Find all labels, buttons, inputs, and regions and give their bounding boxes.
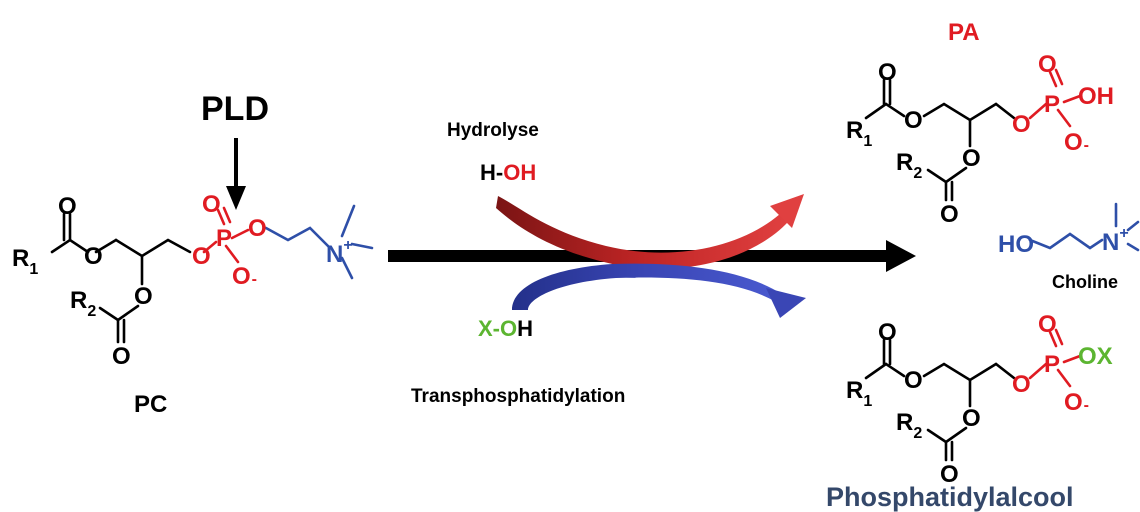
pa-r1: R1 [846,117,872,150]
water-reagent: H-OH [480,160,536,185]
pc-phosphate-o-right: O [248,215,267,242]
pc-nitrogen: N+ [326,237,353,268]
transphosphatidylation-curved-arrow [512,263,806,318]
pa-ester-o2: O [962,145,981,172]
pa-label: PA [948,19,980,46]
pa-phosphate-o-double: O [1038,51,1057,78]
pc-ester-o2: O [134,283,153,310]
pc-r1: R1 [12,245,38,278]
palc-r2: R2 [896,409,922,442]
palc-ester-o2: O [962,405,981,432]
pc-phosphate-o-double: O [202,191,221,218]
pld-label: PLD [201,90,269,128]
palc-ester-o1: O [904,367,923,394]
choline-label: Choline [1052,272,1118,292]
pc-label: PC [134,391,167,418]
palc-carbonyl-o1: O [878,319,897,346]
palc-phosphate-o-minus: O- [1064,389,1089,416]
hydrolyse-curved-arrow [496,194,804,269]
pc-carbonyl-o1: O [58,193,77,220]
choline-molecule: HO N+ [998,202,1140,258]
palc-carbonyl-o2: O [940,461,959,488]
pa-carbonyl-o2: O [940,201,959,228]
pc-ester-o1: O [84,243,103,270]
pa-phosphate-o-left: O [1012,111,1031,138]
pa-carbonyl-o1: O [878,59,897,86]
pc-phosphate-o-left: O [192,243,211,270]
alcohol-reagent: X-OH [478,316,533,341]
palc-phosphate-o-double: O [1038,311,1057,338]
pc-carbonyl-o2: O [112,343,131,370]
pa-phosphate-o-minus: O- [1064,129,1089,156]
choline-hydroxyl: HO [998,231,1034,258]
pa-phosphorus: P [1044,91,1060,118]
transphosphatidylation-label: Transphosphatidylation [411,386,625,407]
choline-nitrogen: N+ [1102,225,1129,256]
palc-ox-group: OX [1078,343,1113,370]
palc-phosphorus: P [1044,351,1060,378]
pa-molecule: R1 O O O R2 O O P O OH O- [846,51,1114,228]
phosphatidylalcool-molecule: R1 O O O R2 O O P O OX O- [846,311,1113,488]
pc-phosphorus: P [216,225,232,252]
palc-phosphate-o-left: O [1012,371,1031,398]
pa-hydroxyl: OH [1078,83,1114,110]
pc-molecule: R1 O O O R2 O O P O O O- N+ [12,191,374,370]
pc-r2: R2 [70,287,96,320]
hydrolyse-label: Hydrolyse [447,120,539,141]
pa-r2: R2 [896,149,922,182]
pc-phosphate-o-minus: O- [232,263,257,290]
pa-ester-o1: O [904,107,923,134]
phosphatidylalcool-label: Phosphatidylalcool [826,482,1074,512]
palc-r1: R1 [846,377,872,410]
pld-arrow [226,138,246,210]
